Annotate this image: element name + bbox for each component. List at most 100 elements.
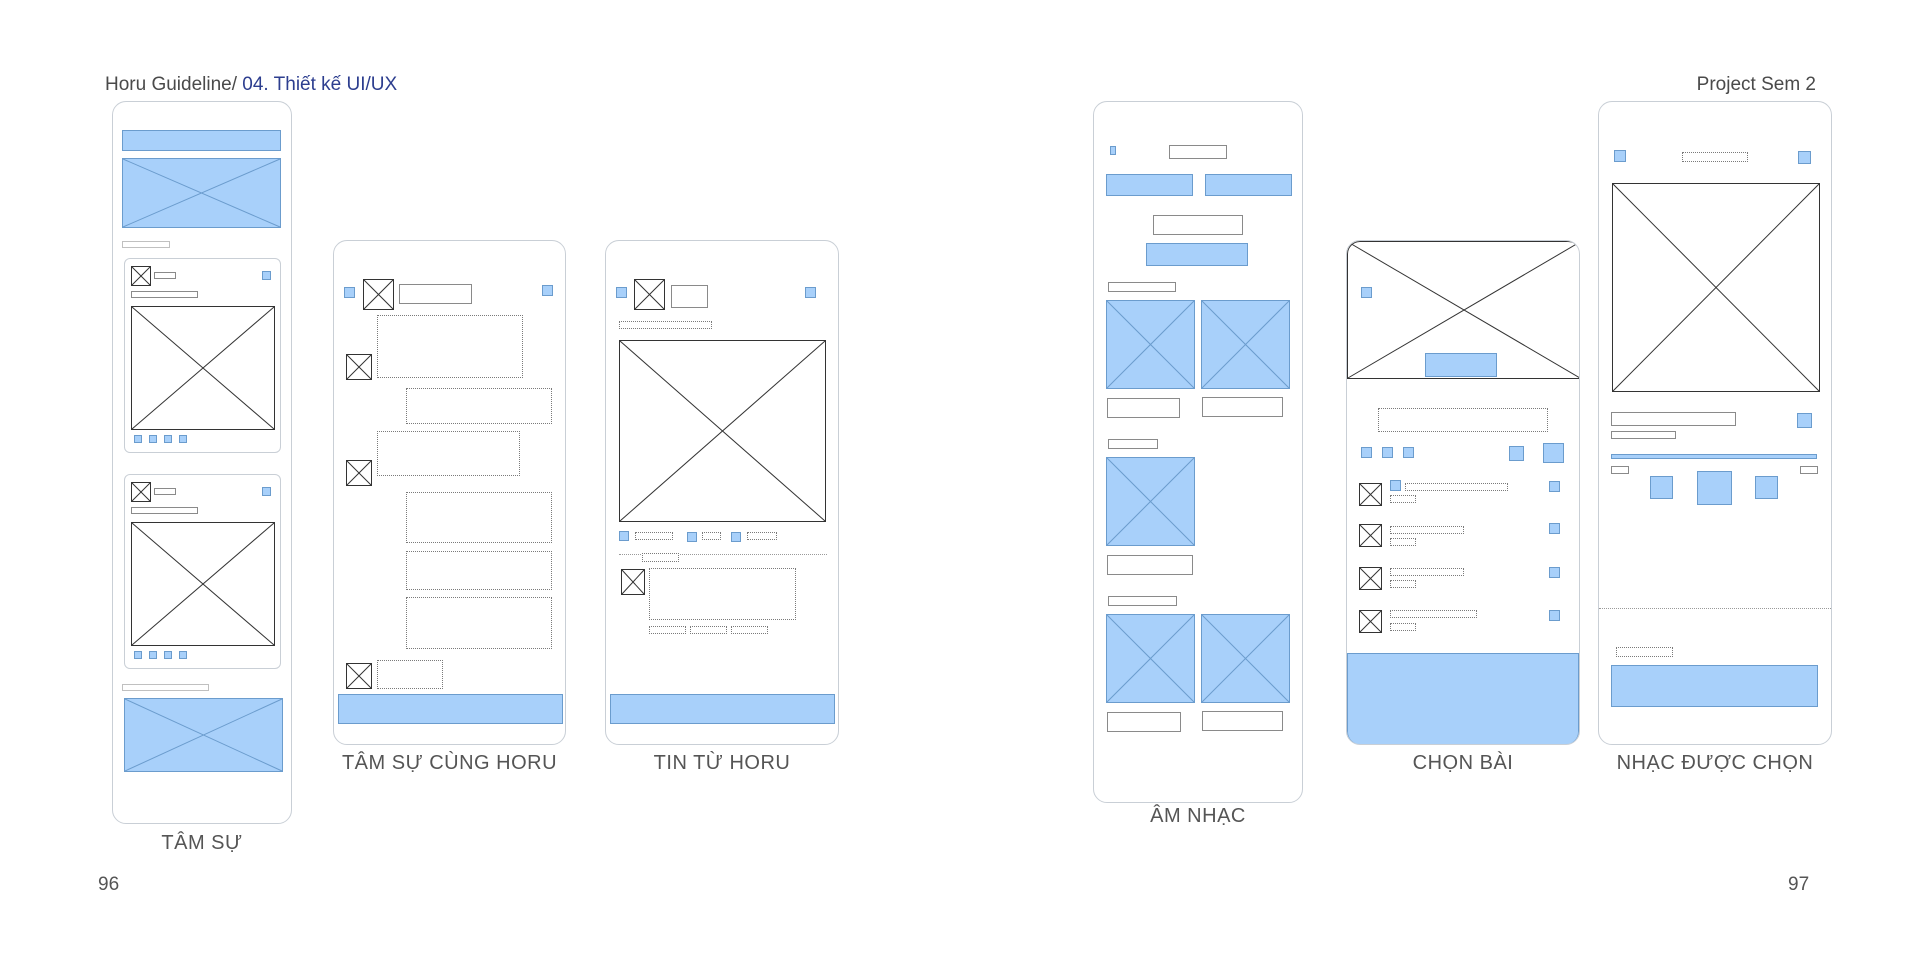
message-bubble [377,315,523,378]
progress-bar[interactable] [1611,454,1817,459]
play-all-button[interactable] [1425,353,1497,377]
message-bubble [406,597,552,649]
filter-icon[interactable] [1361,447,1372,458]
section-title-placeholder [1108,282,1176,292]
share-icon[interactable] [731,532,741,542]
image-placeholder-icon [131,522,275,646]
message-bubble [377,431,520,476]
action-icon[interactable] [134,651,142,659]
menu-icon[interactable] [262,271,271,280]
text-placeholder [1169,145,1227,159]
action-icon[interactable] [164,435,172,443]
song-artist-placeholder [1390,623,1416,631]
text-placeholder [1682,152,1748,162]
tab-button[interactable] [1106,174,1193,196]
filter-icon[interactable] [1382,447,1393,458]
post-card [124,258,281,453]
action-icon[interactable] [149,651,157,659]
image-placeholder-icon [1359,483,1382,506]
menu-icon[interactable] [805,287,816,298]
song-option-icon[interactable] [1549,481,1560,492]
image-placeholder-icon[interactable] [1106,614,1195,703]
play-pause-icon[interactable] [1697,471,1732,505]
text-placeholder [1107,555,1193,575]
text-placeholder [1153,215,1243,235]
menu-icon[interactable] [1798,151,1811,164]
text-placeholder [690,626,727,634]
message-bubble [406,551,552,590]
favorite-icon[interactable] [1797,413,1812,428]
image-placeholder-icon [124,698,283,772]
song-artist-placeholder [1611,431,1676,439]
song-title-placeholder [1390,526,1464,534]
comment-icon[interactable] [687,532,697,542]
page-number-right: 97 [1788,874,1810,895]
filter-icon[interactable] [1403,447,1414,458]
wireframe-nhac-duoc-chon [1598,101,1832,745]
text-placeholder [122,684,209,691]
action-icon[interactable] [164,651,172,659]
text-placeholder [1202,397,1283,417]
menu-icon[interactable] [262,487,271,496]
wireframe-tam-su-cung-horu [333,240,566,745]
search-field[interactable] [1378,408,1548,432]
text-placeholder [635,532,673,540]
text-placeholder [1107,712,1181,732]
image-placeholder-icon [634,279,665,310]
comment-bubble [649,568,796,620]
message-input-bar[interactable] [338,694,563,724]
image-placeholder-icon [619,340,826,522]
caption-tam-su: TÂM SỰ [161,832,243,854]
next-icon[interactable] [1755,476,1778,499]
text-placeholder [1107,398,1180,418]
image-placeholder-icon[interactable] [1201,300,1290,389]
back-icon[interactable] [1614,150,1626,162]
back-icon[interactable] [1110,146,1116,155]
mini-player-placeholder[interactable] [1347,653,1579,744]
action-icon[interactable] [149,435,157,443]
song-option-icon[interactable] [1549,567,1560,578]
action-icon[interactable] [134,435,142,443]
wireframe-tam-su [112,101,292,824]
image-placeholder-icon [1347,241,1579,379]
comment-input-bar[interactable] [610,694,835,724]
back-icon[interactable] [616,287,627,298]
tab-button[interactable] [1205,174,1292,196]
top-banner-placeholder [122,130,281,151]
song-title-placeholder [1405,483,1508,491]
message-bubble [377,660,443,689]
song-artist-placeholder [1390,580,1416,588]
shuffle-icon[interactable] [1509,446,1524,461]
breadcrumb-prefix: Horu Guideline/ [105,74,243,95]
back-icon[interactable] [344,287,355,298]
previous-icon[interactable] [1650,476,1673,499]
message-bubble [406,492,552,543]
image-placeholder-icon [131,482,151,502]
image-placeholder-icon[interactable] [1106,300,1195,389]
caption-tam-su-cung-horu: TÂM SỰ CÙNG HORU [341,752,558,774]
song-option-icon[interactable] [1549,523,1560,534]
text-placeholder [747,532,777,540]
section-title-placeholder [1108,439,1158,449]
action-icon[interactable] [179,651,187,659]
song-option-icon[interactable] [1549,610,1560,621]
text-placeholder [702,532,721,540]
caption-nhac-duoc-chon: NHẠC ĐƯỢC CHỌN [1616,752,1814,774]
text-placeholder [649,626,686,634]
guideline-breadcrumb: Horu Guideline/ 04. Thiết kế UI/UX [105,74,397,96]
image-placeholder-icon[interactable] [1106,457,1195,546]
wireframe-tin-tu-horu [605,240,839,745]
lyrics-panel-placeholder[interactable] [1611,665,1818,707]
back-icon[interactable] [1361,287,1372,298]
image-placeholder-icon[interactable] [1201,614,1290,703]
action-icon[interactable] [179,435,187,443]
image-placeholder-icon [363,279,394,310]
action-button[interactable] [1146,243,1248,266]
image-placeholder-icon [346,460,372,486]
song-title-placeholder [1390,610,1477,618]
like-icon[interactable] [619,531,629,541]
play-icon[interactable] [1543,443,1564,463]
page-number-left: 96 [98,874,120,895]
menu-icon[interactable] [542,285,553,296]
song-artist-placeholder [1390,495,1416,503]
